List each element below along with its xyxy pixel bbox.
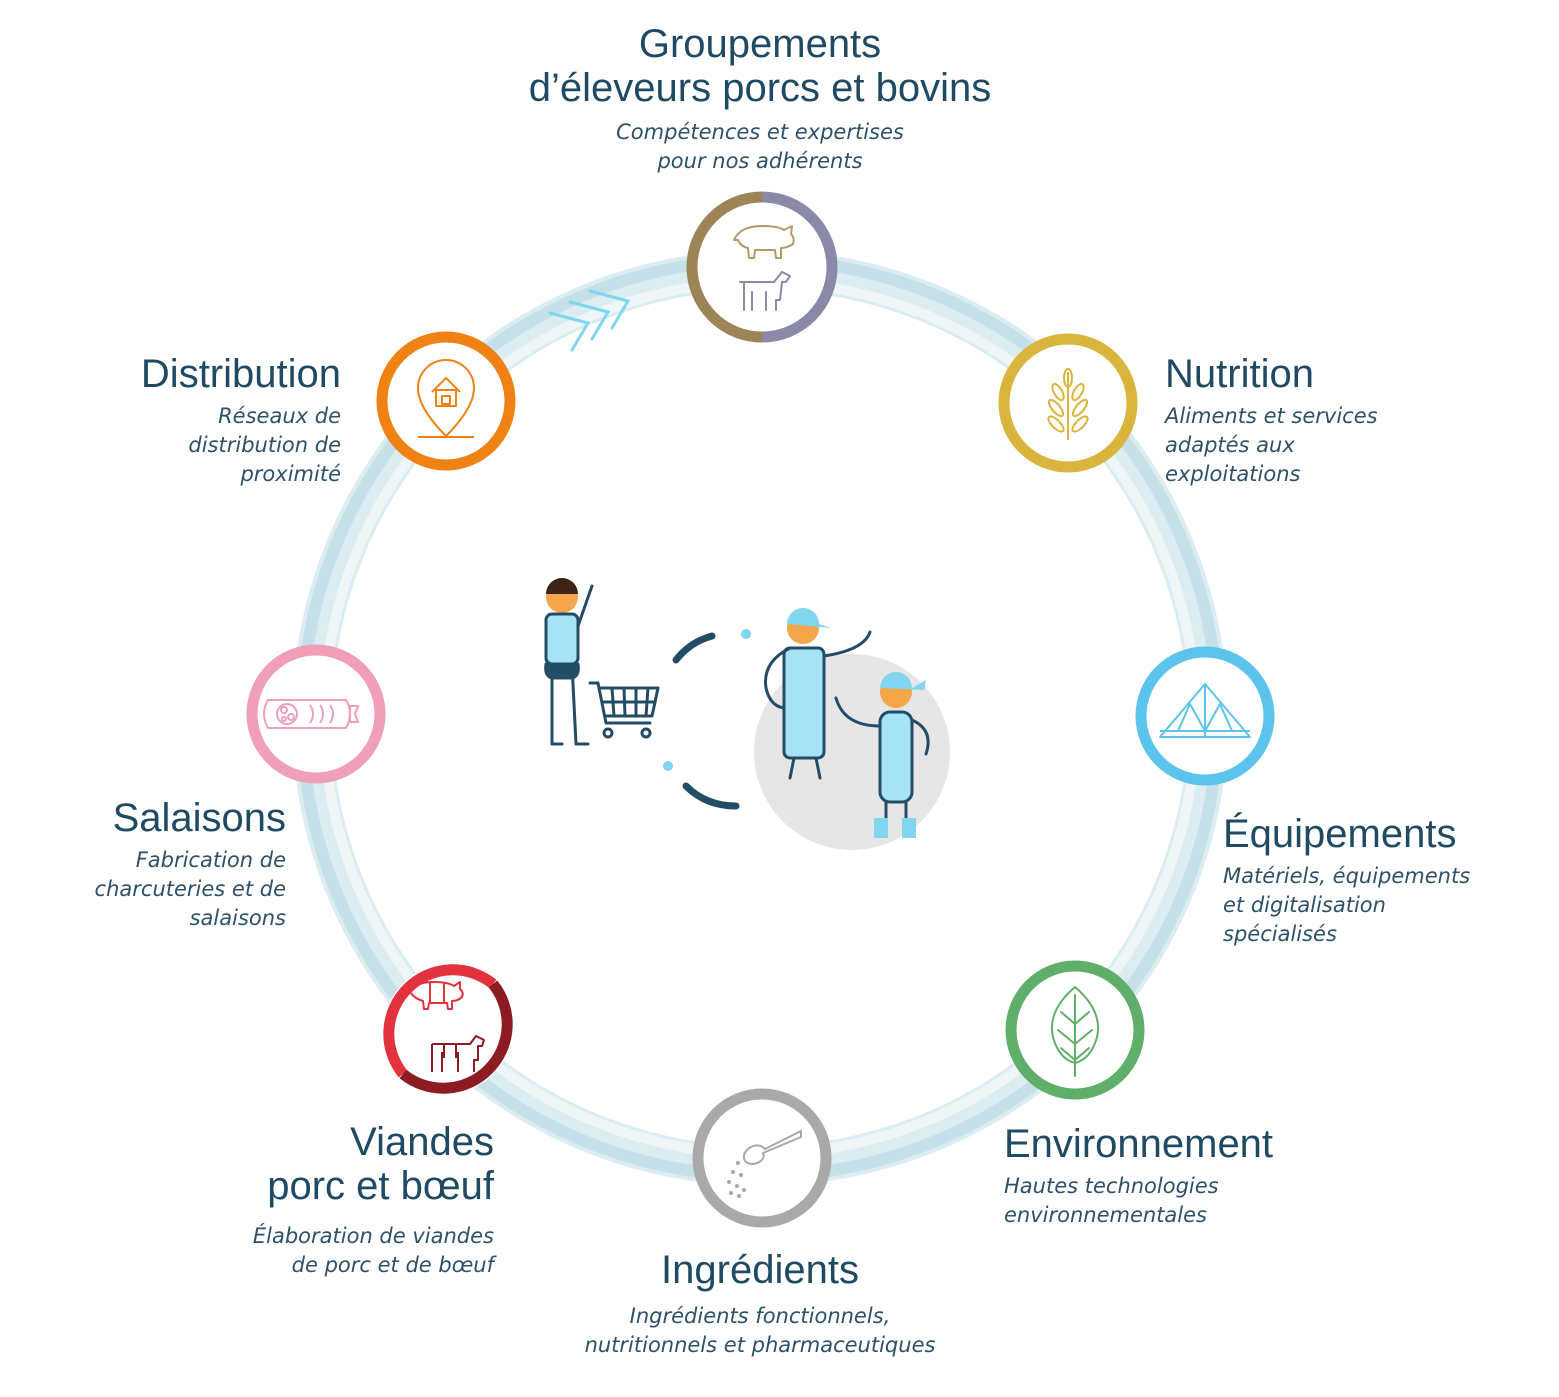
salaisons-desc: Fabrication de charcuteries et de salais… bbox=[94, 848, 286, 930]
label-distribution: Distribution Réseaux de distribution de … bbox=[60, 352, 341, 489]
ingredients-desc: Ingrédients fonctionnels, nutritionnels … bbox=[584, 1304, 936, 1357]
label-equipements: Équipements Matériels, équipements et di… bbox=[1223, 812, 1553, 949]
node-equipements[interactable] bbox=[1135, 646, 1275, 786]
salaisons-title: Salaisons bbox=[112, 796, 286, 840]
node-environnement[interactable] bbox=[1005, 960, 1145, 1100]
groupements-desc: Compétences et expertises pour nos adhér… bbox=[616, 120, 904, 173]
center-illustration bbox=[544, 578, 950, 850]
ingredients-title: Ingrédients bbox=[661, 1248, 859, 1292]
location-house-icon bbox=[417, 359, 475, 438]
nutrition-desc: Aliments et services adaptés aux exploit… bbox=[1165, 404, 1378, 486]
groupements-title: Groupements d’éleveurs porcs et bovins bbox=[528, 22, 992, 110]
distribution-title: Distribution bbox=[140, 352, 341, 396]
node-nutrition[interactable] bbox=[998, 333, 1138, 473]
powder-dots-icon bbox=[727, 1161, 746, 1198]
spoon-powder-icon bbox=[742, 1129, 802, 1165]
node-distribution[interactable] bbox=[376, 331, 516, 471]
label-environnement: Environnement Hautes technologies enviro… bbox=[1004, 1122, 1404, 1230]
node-viandes[interactable] bbox=[383, 964, 513, 1094]
sausage-icon bbox=[263, 699, 359, 729]
node-ingredients[interactable] bbox=[692, 1088, 832, 1228]
exchange-arrows-icon bbox=[672, 632, 740, 810]
node-salaisons[interactable] bbox=[246, 644, 386, 784]
wheat-icon bbox=[1047, 368, 1089, 440]
distribution-desc: Réseaux de distribution de proximité bbox=[188, 404, 341, 486]
label-ingredients: Ingrédients Ingrédients fonctionnels, nu… bbox=[500, 1248, 1020, 1360]
nutrition-title: Nutrition bbox=[1165, 352, 1314, 396]
viandes-title: Viandes porc et bœuf bbox=[267, 1120, 494, 1208]
label-nutrition: Nutrition Aliments et services adaptés a… bbox=[1165, 352, 1525, 489]
viandes-desc: Élaboration de viandes de porc et de bœu… bbox=[252, 1224, 494, 1277]
pig-and-cow-icon bbox=[733, 225, 795, 311]
roof-truss-icon bbox=[1159, 683, 1251, 738]
environnement-desc: Hautes technologies environnementales bbox=[1004, 1174, 1219, 1227]
farmer-figure bbox=[834, 672, 930, 838]
label-groupements: Groupements d’éleveurs porcs et bovins C… bbox=[480, 22, 1040, 176]
equipements-desc: Matériels, équipements et digitalisation… bbox=[1223, 864, 1471, 946]
direction-chevrons-icon bbox=[548, 289, 631, 352]
node-groupements[interactable] bbox=[686, 191, 838, 343]
environnement-title: Environnement bbox=[1004, 1122, 1274, 1166]
farmer-figure bbox=[764, 608, 872, 780]
shopping-cart-icon bbox=[588, 681, 660, 739]
label-salaisons: Salaisons Fabrication de charcuteries et… bbox=[20, 796, 286, 933]
label-viandes: Viandes porc et bœuf Élaboration de vian… bbox=[120, 1120, 494, 1280]
equipements-title: Équipements bbox=[1223, 812, 1457, 856]
meat-cuts-icon bbox=[409, 981, 485, 1072]
shopper-figure bbox=[544, 578, 594, 746]
leaf-icon bbox=[1051, 985, 1099, 1077]
